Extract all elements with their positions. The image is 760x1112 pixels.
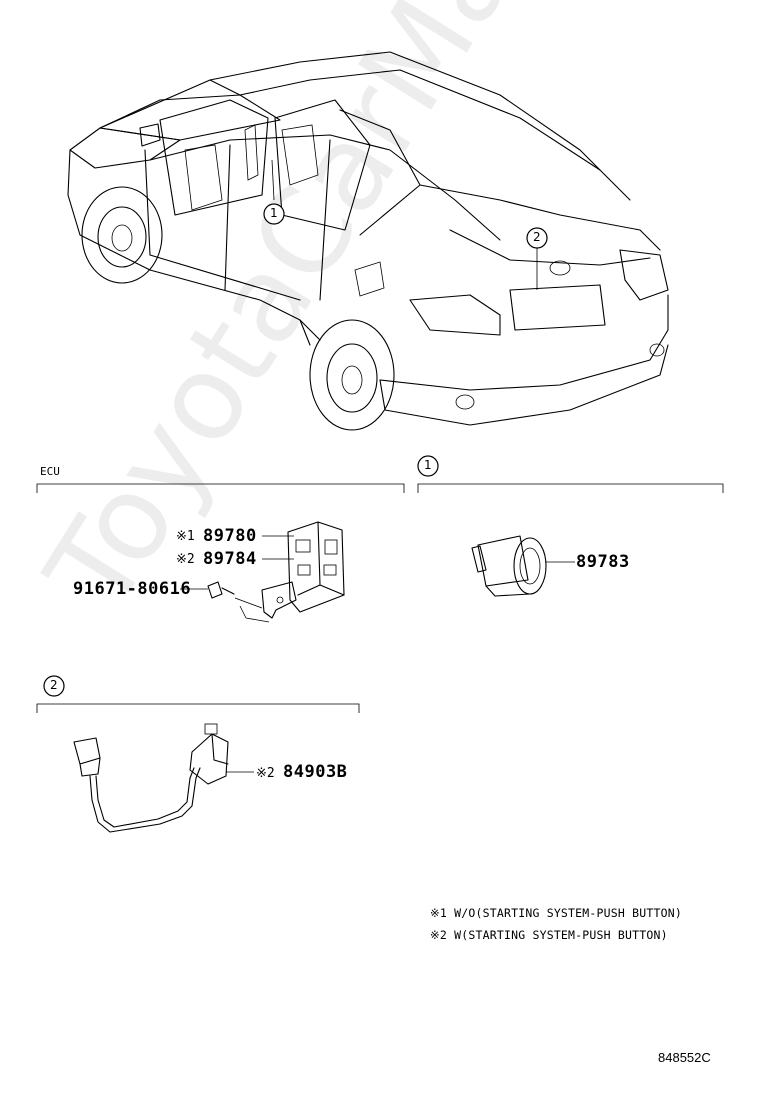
callout-2-circle <box>526 227 548 249</box>
part-number-89784[interactable]: 89784 <box>203 549 257 569</box>
part-number-89783[interactable]: 89783 <box>576 552 630 572</box>
section-1-marker-circle <box>417 455 439 477</box>
callout-1-circle <box>263 203 285 225</box>
ecu-section-bracket <box>36 483 405 493</box>
section-1-marker: 1 <box>424 458 432 472</box>
diagram-code: 848552C <box>658 1050 711 1065</box>
harness-drawing <box>73 723 229 833</box>
section-2-marker: 2 <box>50 678 58 692</box>
section-2-bracket <box>36 703 360 713</box>
note-1: ※1 W/O(STARTING SYSTEM-PUSH BUTTON) <box>430 906 683 920</box>
ecu-section-title: ECU <box>40 465 60 478</box>
note-2: ※2 W(STARTING SYSTEM-PUSH BUTTON) <box>430 928 668 942</box>
part-number-bolt[interactable]: 91671-80616 <box>73 579 192 599</box>
ecu-w-o-mark: ※1 <box>176 529 195 544</box>
ecu-module-drawing <box>234 521 345 623</box>
part-number-84903b[interactable]: 84903B <box>283 762 348 782</box>
switch-drawing <box>471 535 547 597</box>
car-illustration <box>67 51 669 431</box>
ecu-w-mark: ※2 <box>176 552 195 567</box>
section-1-bracket <box>417 483 724 493</box>
section-2-marker-circle <box>43 675 65 697</box>
callout-2-label: 2 <box>533 230 541 244</box>
harness-mark: ※2 <box>256 766 275 781</box>
part-number-89780[interactable]: 89780 <box>203 526 257 546</box>
bolt-drawing <box>207 581 235 599</box>
callout-1-label: 1 <box>270 206 278 220</box>
